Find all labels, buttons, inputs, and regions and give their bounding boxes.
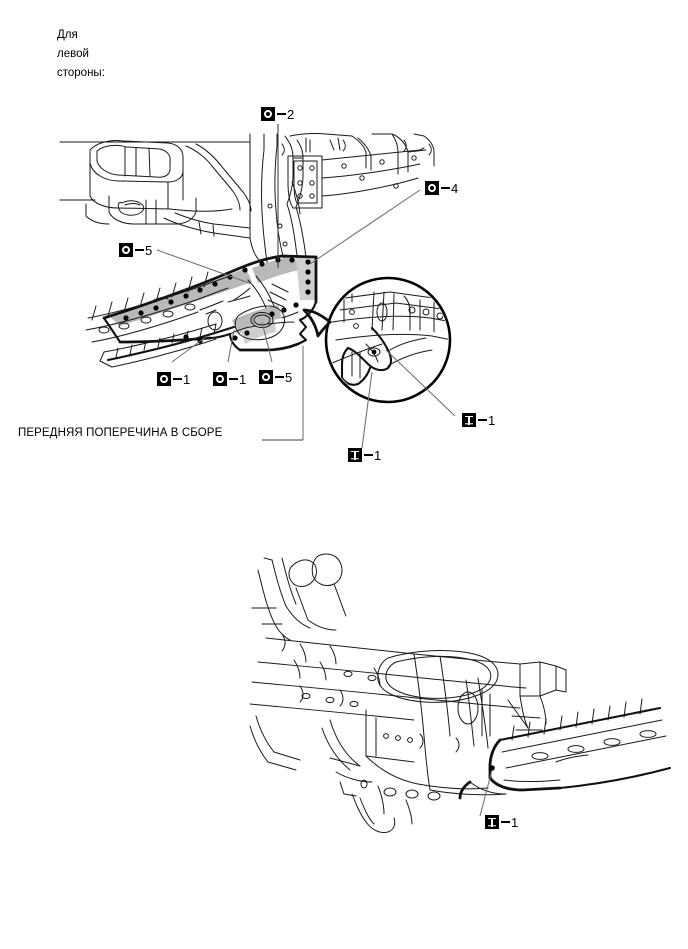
spot-weld-icon <box>259 370 273 384</box>
marker-mig-weld-1-detail[interactable]: 1 <box>462 412 495 428</box>
marker-dash <box>229 378 238 380</box>
marker-dash <box>364 454 373 456</box>
spot-weld-icon <box>425 181 439 195</box>
upper-frame-linework <box>59 133 435 274</box>
marker-dash <box>277 113 286 115</box>
side-note-text: Для левой стороны: <box>57 29 105 79</box>
mig-weld-icon <box>348 448 362 462</box>
lower-figure-artwork <box>249 553 672 833</box>
spot-weld-icon <box>213 372 227 386</box>
marker-spot-weld-5-bottom[interactable]: 5 <box>259 369 292 385</box>
bumper-reinforcement-rails <box>85 271 236 368</box>
marker-spot-weld-1-a[interactable]: 1 <box>157 371 190 387</box>
marker-dash <box>478 419 487 421</box>
marker-number: 4 <box>451 180 459 196</box>
marker-dash <box>275 376 284 378</box>
front-crossmember-part <box>102 254 318 352</box>
lower-bumper-reinforcement <box>458 698 672 800</box>
marker-number: 5 <box>285 369 293 385</box>
lower-leader-line <box>479 769 493 817</box>
marker-number: 1 <box>183 371 191 387</box>
spot-weld-icon <box>261 107 275 121</box>
marker-number: 2 <box>287 106 295 122</box>
spot-weld-icon <box>119 243 133 257</box>
marker-number: 1 <box>239 371 247 387</box>
lower-frame-linework <box>249 553 567 833</box>
upper-leader-lines <box>156 124 456 449</box>
marker-mig-weld-1-lower[interactable]: 1 <box>485 814 518 830</box>
marker-spot-weld-4[interactable]: 4 <box>425 180 458 196</box>
mig-weld-icon <box>462 413 476 427</box>
mig-weld-icon <box>485 815 499 829</box>
marker-dash <box>173 378 182 380</box>
marker-dash <box>441 187 450 189</box>
marker-mig-weld-1-detail-b[interactable]: 1 <box>348 447 381 463</box>
marker-dash <box>501 821 510 823</box>
detail-circle-view <box>302 276 452 404</box>
figure-caption: ПЕРЕДНЯЯ ПОПЕРЕЧИНА В СБОРЕ <box>18 427 223 439</box>
marker-number: 1 <box>511 814 519 830</box>
marker-spot-weld-2[interactable]: 2 <box>261 106 294 122</box>
marker-number: 1 <box>488 412 496 428</box>
marker-spot-weld-1-b[interactable]: 1 <box>213 371 246 387</box>
marker-number: 1 <box>374 447 382 463</box>
spot-weld-icon <box>157 372 171 386</box>
marker-number: 5 <box>145 242 153 258</box>
marker-dash <box>135 249 144 251</box>
marker-spot-weld-5-left[interactable]: 5 <box>119 242 152 258</box>
upper-figure-artwork <box>59 124 456 449</box>
